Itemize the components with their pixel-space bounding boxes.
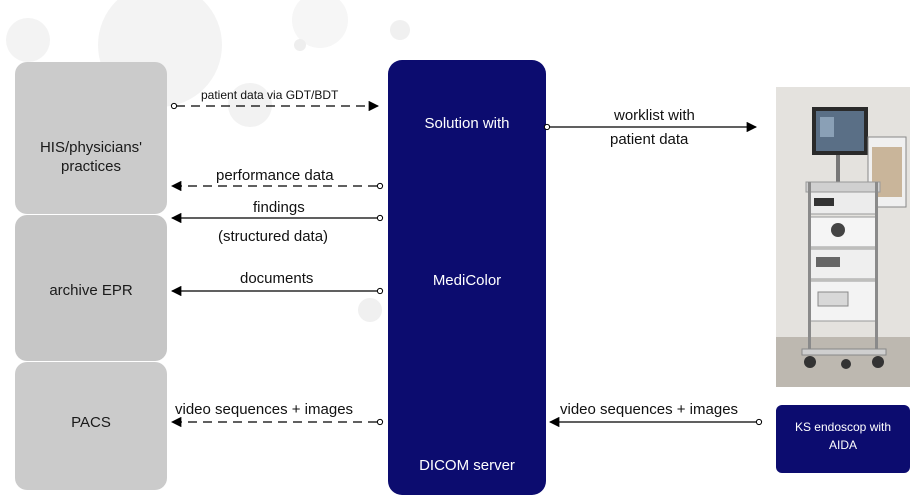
medicolor-server-box bbox=[388, 60, 546, 495]
pacs-panel bbox=[15, 362, 167, 490]
pacs-label: PACS bbox=[71, 414, 111, 431]
arrow-origin-dot bbox=[376, 214, 384, 222]
dicom-server-label: DICOM server bbox=[419, 457, 515, 474]
watermark-circle bbox=[292, 0, 348, 48]
watermark-circle bbox=[358, 298, 382, 322]
arrow-origin-dot bbox=[755, 418, 763, 426]
endoscopy-tower-photo bbox=[776, 87, 910, 387]
endoscope-label-line2: AIDA bbox=[828, 438, 857, 452]
watermark-circle bbox=[228, 83, 272, 127]
watermark-circle bbox=[6, 18, 50, 62]
archive-panel bbox=[15, 215, 167, 361]
arrow-origin-dot bbox=[376, 182, 384, 190]
arrow-origin-dot bbox=[170, 102, 178, 110]
findings-label-line1: findings bbox=[253, 199, 305, 216]
performance-data-label: performance data bbox=[216, 167, 334, 184]
documents-label: documents bbox=[240, 270, 314, 287]
video-to-pacs-label: video sequences + images bbox=[175, 401, 354, 418]
findings-label-line2: (structured data) bbox=[218, 228, 329, 245]
video-from-endoscope-label: video sequences + images bbox=[560, 401, 739, 418]
archive-label: archive EPR bbox=[49, 282, 133, 299]
ks-endoscope-box bbox=[776, 405, 910, 473]
watermark-circle bbox=[294, 39, 306, 51]
arrow-origin-dot bbox=[376, 418, 384, 426]
medicolor-label: MediColor bbox=[432, 272, 502, 289]
his-panel bbox=[15, 62, 167, 214]
arrow-origin-dot bbox=[543, 123, 551, 131]
solution-label: Solution with bbox=[424, 115, 510, 132]
patient-data-label: patient data via GDT/BDT bbox=[201, 88, 339, 102]
endoscope-label-line1: KS endoscop with bbox=[794, 420, 892, 434]
his-label: HIS/physicians'practices bbox=[39, 139, 143, 175]
worklist-label-line1: worklist with bbox=[614, 107, 695, 124]
worklist-label-line2: patient data bbox=[610, 131, 689, 148]
watermark-circle bbox=[390, 20, 410, 40]
arrow-origin-dot bbox=[376, 287, 384, 295]
